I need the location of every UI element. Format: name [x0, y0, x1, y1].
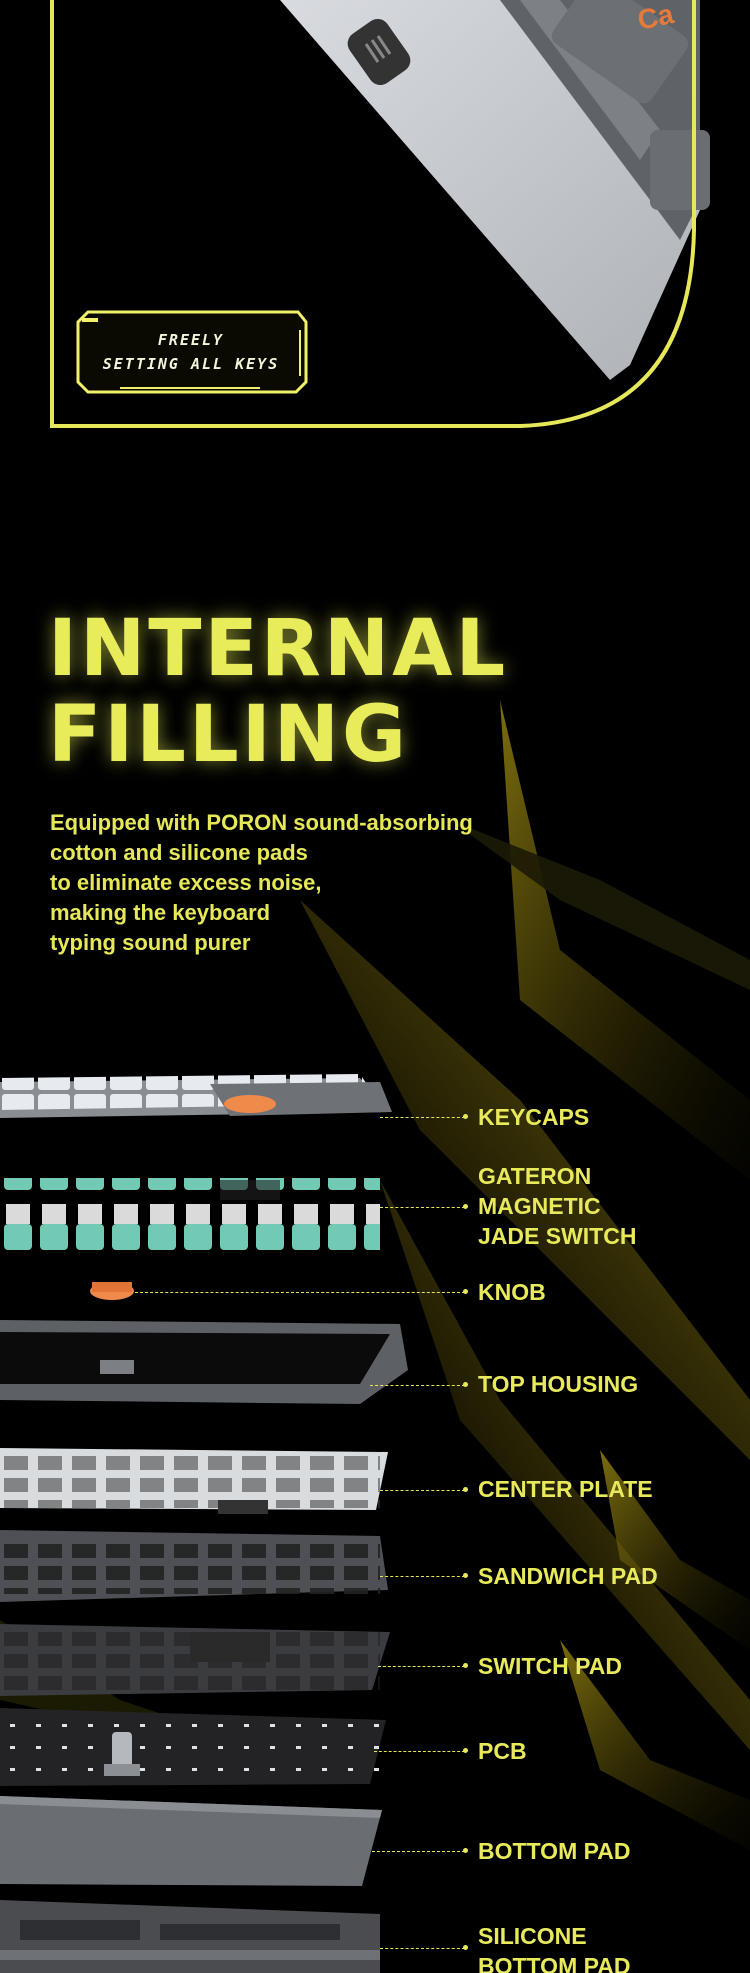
layer-label-line: BOTTOM PAD	[478, 1838, 631, 1864]
layer-label-silicone-bottom-pad: SILICONE BOTTOM PAD	[478, 1921, 630, 1973]
switch-pad-layer	[0, 1624, 390, 1696]
layer-label-top-housing: TOP HOUSING	[478, 1369, 638, 1399]
section-description: Equipped with PORON sound-absorbing cott…	[50, 808, 520, 958]
section-title-line-1: INTERNAL	[48, 604, 509, 694]
bottom-pad-layer	[0, 1796, 382, 1886]
sandwich-pad-layer	[0, 1530, 388, 1602]
leader-line	[380, 1945, 468, 1950]
layer-label-line: TOP HOUSING	[478, 1371, 639, 1397]
description-line: Equipped with PORON sound-absorbing	[50, 810, 473, 835]
layer-label-bottom-pad: BOTTOM PAD	[478, 1836, 630, 1866]
layer-label-knob: KNOB	[478, 1277, 546, 1307]
layer-label-line: CENTER PLATE	[478, 1476, 653, 1502]
layer-label-switch: GATERON MAGNETIC JADE SWITCH	[478, 1161, 636, 1251]
description-line: cotton and silicone pads	[50, 840, 308, 865]
layer-label-line: SWITCH PAD	[478, 1653, 622, 1679]
layer-label-line: KNOB	[478, 1279, 546, 1305]
layer-label-keycaps: KEYCAPS	[478, 1102, 589, 1132]
hero-frame: Ca	[50, 0, 710, 428]
layer-label-pcb: PCB	[478, 1736, 527, 1766]
silicone-bottom-pad-layer	[0, 1900, 380, 1973]
layer-label-line: SILICONE	[478, 1923, 587, 1949]
slider-switch-icon	[347, 18, 411, 86]
description-line: making the keyboard	[50, 900, 271, 925]
layer-label-line: MAGNETIC	[478, 1193, 601, 1219]
top-housing-layer	[0, 1320, 408, 1404]
switches-layer	[0, 1178, 380, 1260]
layer-label-center-plate: CENTER PLATE	[478, 1474, 653, 1504]
leader-line	[380, 1204, 468, 1209]
leader-line	[374, 1748, 468, 1753]
badge-frame	[76, 310, 308, 394]
leader-line	[380, 1573, 468, 1578]
leader-line	[370, 1382, 468, 1387]
layer-label-line: KEYCAPS	[478, 1104, 590, 1130]
leader-line	[135, 1289, 468, 1294]
badge-line-2: SETTING ALL KEYS	[102, 355, 280, 373]
section-title-line-2: FILLING	[48, 690, 410, 780]
center-plate-layer	[0, 1448, 388, 1514]
pcb-layer	[0, 1708, 386, 1786]
frame-border	[50, 0, 696, 428]
description-line: to eliminate excess noise,	[50, 870, 322, 895]
layer-label-line: SANDWICH PAD	[478, 1563, 658, 1589]
layer-label-line: BOTTOM PAD	[478, 1953, 631, 1973]
keycaps-layer	[0, 1074, 392, 1118]
layer-label-line: JADE SWITCH	[478, 1223, 637, 1249]
keyboard-corner	[280, 0, 710, 380]
leader-line	[380, 1487, 468, 1492]
leader-line	[372, 1848, 468, 1853]
layer-label-line: GATERON	[478, 1163, 592, 1189]
layer-label-sandwich-pad: SANDWICH PAD	[478, 1561, 658, 1591]
badge-line-1: FREELY	[157, 331, 225, 349]
knob-layer	[90, 1282, 134, 1300]
leader-line	[378, 1663, 468, 1668]
leader-line	[380, 1114, 468, 1119]
description-line: typing sound purer	[50, 930, 251, 955]
layer-label-line: PCB	[478, 1738, 527, 1764]
layer-label-switch-pad: SWITCH PAD	[478, 1651, 622, 1681]
